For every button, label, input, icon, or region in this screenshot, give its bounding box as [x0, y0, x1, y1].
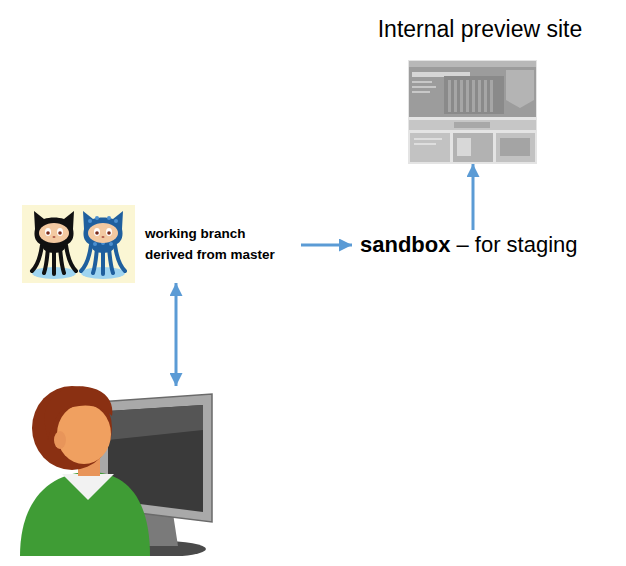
- website-thumbnail: [408, 60, 537, 164]
- staging-node: sandbox– for staging: [352, 230, 586, 260]
- flow-arrow: [301, 244, 352, 247]
- node-label: Internal preview site: [360, 14, 600, 44]
- flow-arrow: [175, 283, 178, 386]
- preview-site: Internal preview site: [360, 14, 600, 164]
- user-node: [15, 386, 215, 556]
- branch-node: working branch derived from master: [22, 205, 301, 283]
- octocat-icon: [22, 205, 135, 283]
- node-label: sandbox: [360, 230, 450, 260]
- person-at-computer: [15, 386, 215, 556]
- node-label: working branch derived from master: [145, 223, 295, 265]
- flow-arrow: [472, 164, 475, 230]
- node-label: – for staging: [456, 230, 577, 260]
